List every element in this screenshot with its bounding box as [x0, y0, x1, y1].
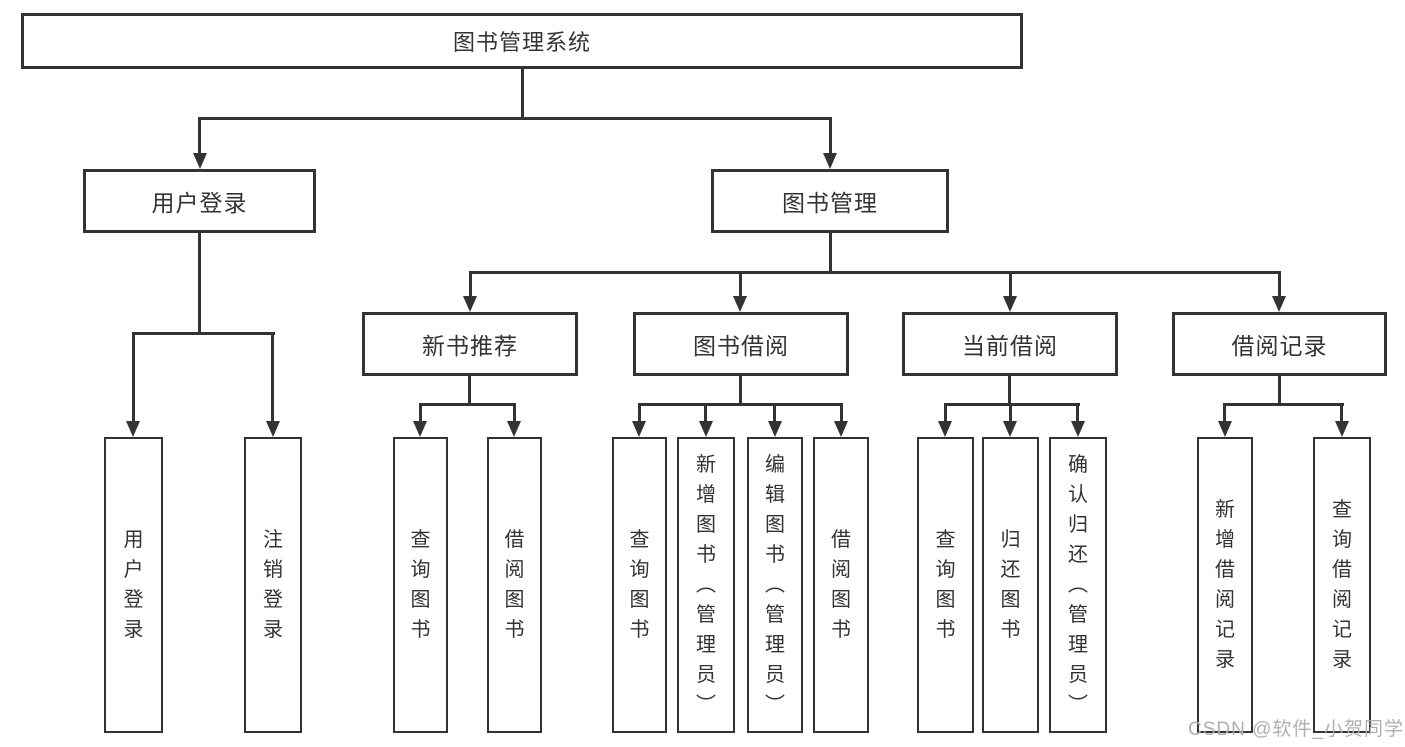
arrow-down-icon [1218, 421, 1232, 437]
arrow-down-icon [1071, 421, 1085, 437]
connector-currentborrow-stem [1008, 375, 1011, 406]
arrow-down-icon [1272, 296, 1286, 312]
connector-stem-leaf [1340, 403, 1343, 423]
node-label: 确 认 归 还 ︵ 管 理 员 ︶ [1068, 454, 1088, 716]
arrow-down-icon [413, 421, 427, 437]
node-query-books-1: 查 询 图 书 [393, 437, 448, 733]
connector-stem-leaf [1009, 403, 1012, 423]
connector-stem-book-management [829, 117, 832, 155]
arrow-down-icon [1335, 421, 1349, 437]
connector-newbook-bus [419, 403, 516, 406]
arrow-down-icon [126, 421, 140, 437]
node-confirm-return-admin: 确 认 归 还 ︵ 管 理 员 ︶ [1049, 437, 1107, 733]
node-query-books-3: 查 询 图 书 [917, 437, 974, 733]
connector-records-bus [1224, 403, 1344, 406]
connector-stem-leaf [944, 403, 947, 423]
node-label: 图书借阅 [693, 333, 789, 359]
arrow-down-icon [193, 153, 207, 169]
node-user-login-leaf: 用 户 登 录 [104, 437, 163, 733]
watermark-text: CSDN @软件_小贺同学 [1188, 719, 1404, 740]
arrow-down-icon [699, 421, 713, 437]
node-borrow-books-2: 借 阅 图 书 [813, 437, 869, 733]
node-edit-book-admin: 编 辑 图 书 ︵ 管 理 员 ︶ [747, 437, 803, 733]
connector-stem-leaf [773, 403, 776, 423]
node-current-borrowing: 当前借阅 [902, 312, 1118, 376]
connector-stem-borrow-records [1278, 271, 1281, 298]
node-library-management-system: 图书管理系统 [21, 13, 1023, 69]
arrow-down-icon [463, 296, 477, 312]
arrow-down-icon [768, 421, 782, 437]
arrow-down-icon [507, 421, 521, 437]
node-new-book-recommendation: 新书推荐 [362, 312, 578, 376]
node-label: 新 增 借 阅 记 录 [1215, 499, 1235, 671]
connector-stem-book-borrow [739, 271, 742, 298]
arrow-down-icon [266, 421, 280, 437]
node-label: 编 辑 图 书 ︵ 管 理 员 ︶ [765, 454, 785, 716]
node-borrowing-records: 借阅记录 [1172, 312, 1387, 376]
node-label: 新 增 图 书 ︵ 管 理 员 ︶ [696, 454, 716, 716]
arrow-down-icon [1003, 296, 1017, 312]
connector-stem-current-borrow [1009, 271, 1012, 298]
node-label: 查 询 图 书 [410, 529, 431, 641]
arrow-down-icon [1003, 421, 1017, 437]
connector-stem-login-leaf [132, 332, 135, 423]
connector-root-bus [198, 117, 832, 120]
node-user-login: 用户登录 [83, 169, 316, 233]
node-label: 用 户 登 录 [123, 529, 144, 641]
arrow-down-icon [632, 421, 646, 437]
node-query-books-2: 查 询 图 书 [612, 437, 667, 733]
connector-stem-leaf [1223, 403, 1226, 423]
arrow-down-icon [938, 421, 952, 437]
arrow-down-icon [823, 153, 837, 169]
node-logout: 注 销 登 录 [244, 437, 302, 733]
arrow-down-icon [733, 296, 747, 312]
node-add-book-admin: 新 增 图 书 ︵ 管 理 员 ︶ [677, 437, 735, 733]
node-label: 借阅记录 [1231, 333, 1328, 359]
connector-stem-logout-leaf [271, 332, 274, 423]
node-add-borrow-record: 新 增 借 阅 记 录 [1197, 437, 1253, 733]
connector-stem-user-login [198, 117, 201, 155]
connector-stem-leaf [419, 403, 422, 423]
connector-user-login-bus [132, 332, 275, 335]
node-label: 借 阅 图 书 [504, 529, 525, 641]
connector-records-stem [1278, 375, 1281, 406]
connector-book-mgmt-stem [829, 233, 832, 274]
node-borrow-books-1: 借 阅 图 书 [487, 437, 542, 733]
node-label: 当前借阅 [962, 333, 1058, 359]
connector-stem-leaf [513, 403, 516, 423]
connector-stem-leaf [1076, 403, 1079, 423]
node-label: 图书管理 [782, 190, 878, 216]
connector-stem-leaf [638, 403, 641, 423]
connector-stem-new-book [469, 271, 472, 298]
connector-stem-leaf [704, 403, 707, 423]
arrow-down-icon [834, 421, 848, 437]
connector-currentborrow-bus [944, 403, 1080, 406]
connector-bookborrow-bus [638, 403, 843, 406]
connector-user-login-stem [198, 233, 201, 334]
connector-stem-leaf [840, 403, 843, 423]
node-label: 图书管理系统 [452, 30, 591, 55]
node-label: 新书推荐 [422, 333, 518, 359]
node-book-borrowing: 图书借阅 [633, 312, 849, 376]
node-return-books: 归 还 图 书 [982, 437, 1039, 733]
connector-bookborrow-stem [739, 375, 742, 406]
node-label: 归 还 图 书 [1000, 529, 1021, 641]
node-label: 借 阅 图 书 [831, 529, 851, 641]
node-label: 注 销 登 录 [263, 529, 283, 641]
connector-root-stem [521, 69, 524, 119]
node-label: 用户登录 [151, 190, 248, 216]
node-query-borrow-record: 查 询 借 阅 记 录 [1313, 437, 1371, 733]
connector-book-mgmt-bus [469, 271, 1281, 274]
node-book-management: 图书管理 [711, 169, 949, 233]
node-label: 查 询 借 阅 记 录 [1332, 499, 1352, 671]
connector-newbook-stem [468, 375, 471, 406]
node-label: 查 询 图 书 [935, 529, 956, 641]
node-label: 查 询 图 书 [629, 529, 650, 641]
